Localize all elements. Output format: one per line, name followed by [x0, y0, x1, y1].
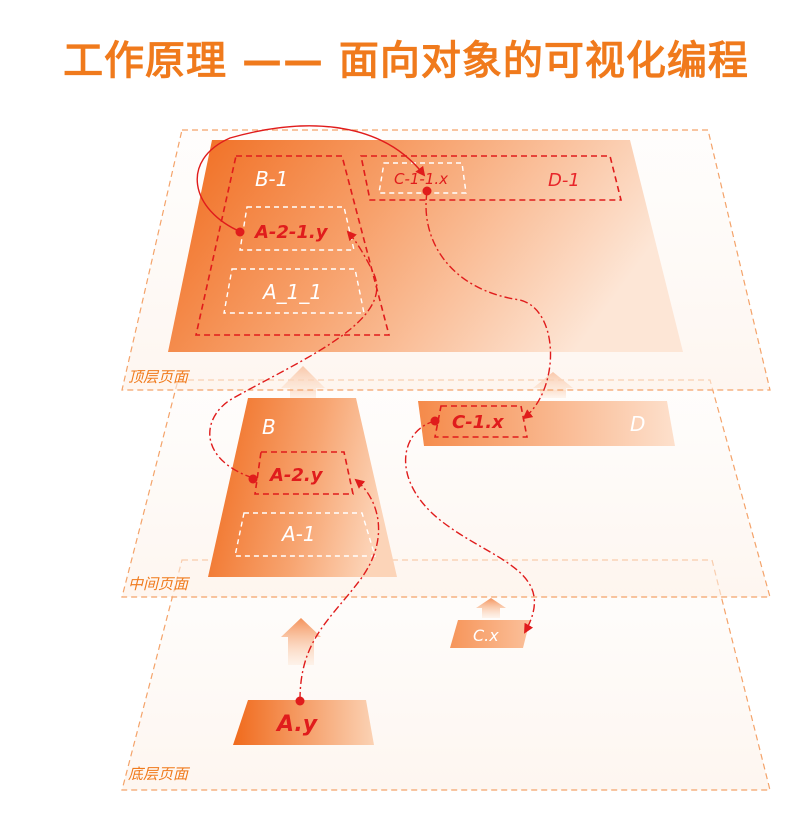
dot-a2y — [248, 474, 258, 484]
connector-dots — [235, 186, 440, 706]
c1x-box — [434, 405, 528, 438]
cx-box — [450, 620, 530, 648]
a21y-label: A-2-1.y — [253, 222, 329, 243]
d1-box — [360, 155, 623, 201]
d-label: D — [630, 412, 645, 436]
dot-c1x — [430, 416, 440, 426]
dot-ay — [295, 696, 305, 706]
b-label: B — [262, 415, 276, 439]
connector-c11x-to-c1x — [425, 191, 552, 420]
a11-label: A_1_1 — [261, 280, 322, 304]
bottom-layer: 底层页面 C.x A.y — [121, 559, 771, 791]
a1-box — [234, 512, 376, 557]
connector-a2y-to-a21y — [209, 230, 378, 479]
top-orange-plane — [168, 140, 683, 352]
connector-ay-to-a2y — [299, 478, 380, 701]
c11x-box — [378, 162, 467, 194]
ay-box — [233, 700, 374, 745]
a1-label: A-1 — [280, 522, 316, 546]
dot-c11x — [422, 186, 432, 196]
middle-layer-label: 中间页面 — [128, 575, 191, 593]
top-layer: 顶层页面 B-1 A-2-1.y A_1_1 D-1 C-1-1.x — [121, 129, 771, 391]
cx-label: C.x — [473, 626, 499, 645]
bottom-layer-label: 底层页面 — [128, 765, 191, 783]
page-title: 工作原理 —— 面向对象的可视化编程 — [63, 38, 749, 84]
b1-label: B-1 — [255, 167, 288, 191]
top-layer-label: 顶层页面 — [128, 368, 191, 386]
d1-label: D-1 — [548, 170, 580, 191]
connectors — [196, 125, 552, 701]
ay-label: A.y — [275, 712, 319, 737]
arrow-up-icon — [281, 618, 321, 665]
middle-layer: 中间页面 B A-2.y A-1 D C-1.x — [121, 366, 771, 598]
a2y-box — [254, 451, 354, 495]
a21y-box — [239, 206, 355, 251]
arrow-up-icon — [476, 598, 506, 618]
c1x-label: C-1.x — [452, 412, 505, 433]
dot-a21y — [235, 227, 245, 237]
a2y-label: A-2.y — [268, 465, 324, 486]
connector-a21y-to-c11x — [196, 125, 426, 233]
a11-box — [223, 268, 365, 314]
b1-box — [195, 155, 391, 336]
b-box — [208, 398, 397, 577]
connector-c1x-to-cx — [404, 420, 536, 634]
c11x-label: C-1-1.x — [394, 170, 448, 188]
d-box — [418, 401, 675, 446]
